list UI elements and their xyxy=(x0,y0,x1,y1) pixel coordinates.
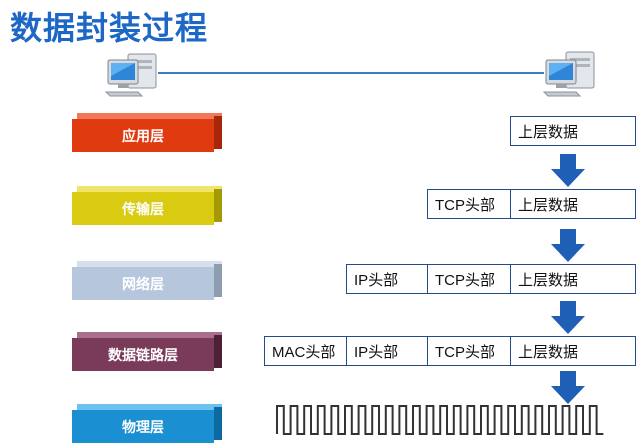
transport-layer-bar-side xyxy=(214,189,222,222)
tcp-header-label: TCP头部 xyxy=(435,196,496,214)
application-layer-label: 应用层 xyxy=(122,128,164,145)
physical-signal-waveform xyxy=(276,405,604,435)
arrow-down-icon xyxy=(551,371,585,404)
mac-header-label: MAC头部 xyxy=(272,343,336,361)
datalink-layer-bar-side xyxy=(214,335,222,368)
data-segment-label: 上层数据 xyxy=(518,123,579,141)
tcp-header-label: TCP头部 xyxy=(435,271,496,289)
transport-layer-bar-top xyxy=(77,186,222,192)
datalink-layer-bar: 数据链路层 xyxy=(72,338,214,371)
datalink-data-cell: 上层数据 xyxy=(510,336,636,366)
data-segment-label: 上层数据 xyxy=(518,271,579,289)
transport-layer-bar: 传输层 xyxy=(72,192,214,225)
datalink-tcp-header-cell: TCP头部 xyxy=(427,336,511,366)
network-link-line xyxy=(158,72,544,74)
datalink-layer-label: 数据链路层 xyxy=(108,347,178,364)
ip-header-label: IP头部 xyxy=(354,343,399,361)
sender-computer-icon xyxy=(104,53,157,97)
arrow-down-icon xyxy=(551,154,585,187)
transport-tcp-header-cell: TCP头部 xyxy=(427,189,511,219)
ip-header-label: IP头部 xyxy=(354,271,399,289)
datalink-layer-bar-top xyxy=(77,332,222,338)
tcp-header-label: TCP头部 xyxy=(435,343,496,361)
network-layer-label: 网络层 xyxy=(122,276,164,293)
network-layer-bar-top xyxy=(77,261,222,267)
network-tcp-header-cell: TCP头部 xyxy=(427,264,511,294)
data-segment-label: 上层数据 xyxy=(518,343,579,361)
network-ip-header-cell: IP头部 xyxy=(346,264,428,294)
arrow-down-icon xyxy=(551,301,585,334)
application-layer-bar-top xyxy=(77,113,222,119)
application-data-cell: 上层数据 xyxy=(510,116,636,146)
data-segment-label: 上层数据 xyxy=(518,196,579,214)
transport-layer-label: 传输层 xyxy=(122,201,164,218)
physical-layer-bar-top xyxy=(77,404,222,410)
receiver-computer-icon xyxy=(542,51,595,97)
datalink-mac-header-cell: MAC头部 xyxy=(264,336,347,366)
physical-layer-bar: 物理层 xyxy=(72,410,214,443)
application-layer-bar-side xyxy=(214,116,222,149)
network-layer-bar: 网络层 xyxy=(72,267,214,300)
network-data-cell: 上层数据 xyxy=(510,264,636,294)
physical-layer-label: 物理层 xyxy=(122,419,164,436)
arrow-down-icon xyxy=(551,229,585,262)
transport-data-cell: 上层数据 xyxy=(510,189,636,219)
physical-layer-bar-side xyxy=(214,407,222,440)
application-layer-bar: 应用层 xyxy=(72,119,214,152)
datalink-ip-header-cell: IP头部 xyxy=(346,336,428,366)
page-title: 数据封装过程 xyxy=(10,9,209,47)
network-layer-bar-side xyxy=(214,264,222,297)
